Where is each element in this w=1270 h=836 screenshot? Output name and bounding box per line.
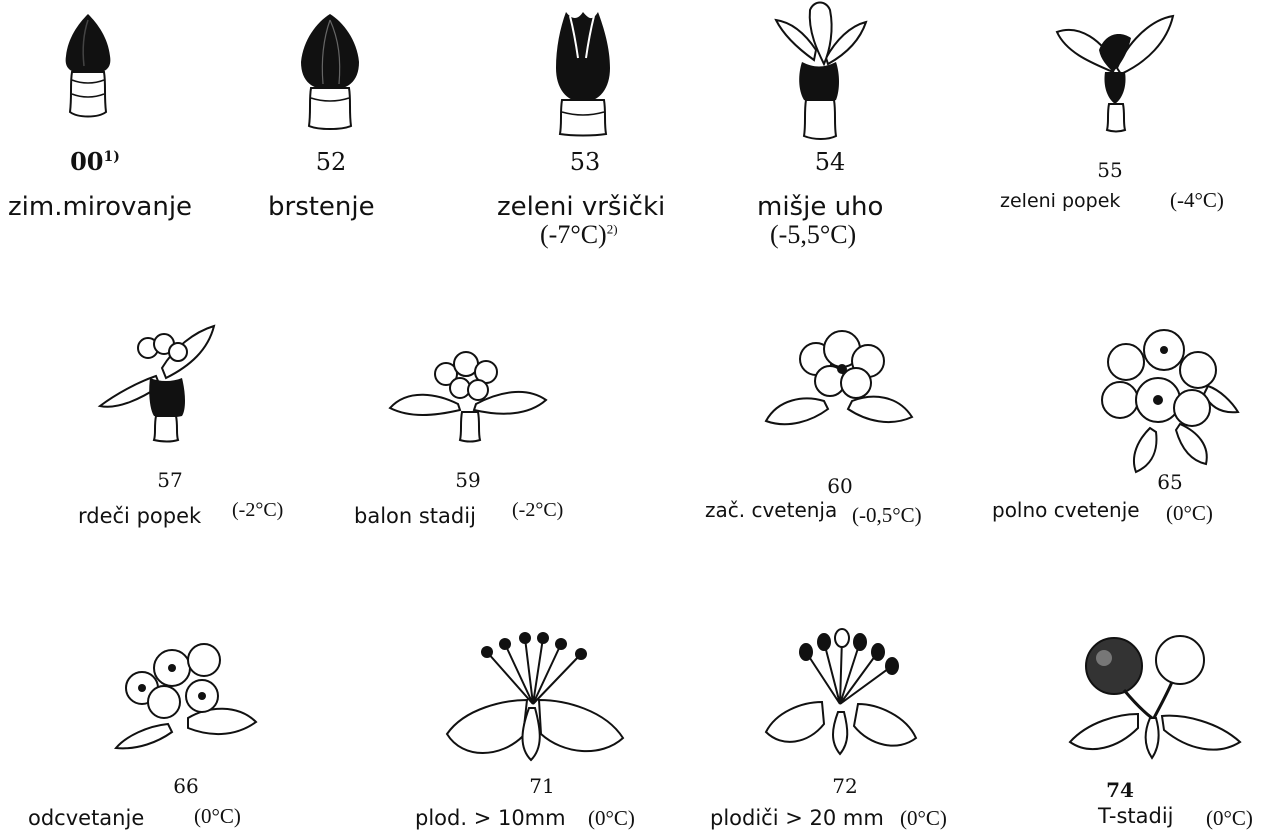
petal-fall-icon xyxy=(108,638,258,750)
stage-name: zač. cvetenja xyxy=(705,500,837,520)
stage-code: 54 xyxy=(795,150,865,174)
fruitlet-10mm-icon xyxy=(435,630,630,762)
green-bud-icon xyxy=(1055,10,1175,130)
stage-name: zim.mirovanje xyxy=(8,194,192,220)
stage-code: 001) xyxy=(60,150,130,174)
stage-temperature: (-2°C) xyxy=(512,500,563,520)
stage-name: plodiči > 20 mm xyxy=(710,808,884,829)
first-flower-icon xyxy=(764,325,914,435)
stage-name: polno cvetenje xyxy=(992,500,1140,520)
dormant-bud-icon xyxy=(58,8,118,128)
stage-temperature: (0°C) xyxy=(900,808,947,829)
green-tip-icon xyxy=(548,8,618,136)
stage-name: mišje uho xyxy=(757,194,883,220)
stage-temperature: (0°C) xyxy=(1166,503,1213,524)
stage-code: 57 xyxy=(140,470,200,490)
full-bloom-icon xyxy=(1080,328,1240,473)
stage-code: 71 xyxy=(512,776,572,796)
stage-name: balon stadij xyxy=(354,506,476,527)
stage-name: odcvetanje xyxy=(28,808,144,829)
stage-code: 59 xyxy=(438,470,498,490)
stage-code: 74 xyxy=(1090,780,1150,800)
stage-temperature: (-4°C) xyxy=(1170,190,1224,211)
stage-name: T-stadij xyxy=(1098,806,1174,827)
mouse-ear-icon xyxy=(770,0,870,140)
stage-name: zeleni popek xyxy=(1000,192,1120,211)
red-bud-icon xyxy=(98,318,218,440)
stage-name: rdeči popek xyxy=(78,506,201,527)
fruitlet-20mm-icon xyxy=(762,632,920,754)
stage-code: 52 xyxy=(296,150,366,174)
swelling-bud-icon xyxy=(295,10,365,130)
stage-temperature: (-2°C) xyxy=(232,500,283,520)
balloon-stage-icon xyxy=(388,338,548,440)
stage-code: 60 xyxy=(810,476,870,496)
stage-temperature: (-0,5°C) xyxy=(852,505,922,526)
stage-code: 65 xyxy=(1140,472,1200,492)
stage-code: 66 xyxy=(156,776,216,796)
stage-temperature: (0°C) xyxy=(1206,808,1253,829)
stage-code: 53 xyxy=(550,150,620,174)
stage-temperature: (0°C) xyxy=(194,806,241,827)
stage-name: plod. > 10mm xyxy=(415,808,566,829)
stage-code: 72 xyxy=(815,776,875,796)
stage-temperature: (-5,5°C) xyxy=(770,222,856,248)
stage-name: brstenje xyxy=(268,194,375,220)
stage-code: 55 xyxy=(1080,160,1140,180)
stage-name: zeleni vršički xyxy=(497,194,665,220)
stage-temperature: (-7°C)2) xyxy=(540,222,618,248)
stage-temperature: (0°C) xyxy=(588,808,635,829)
t-stage-icon xyxy=(1068,632,1243,760)
